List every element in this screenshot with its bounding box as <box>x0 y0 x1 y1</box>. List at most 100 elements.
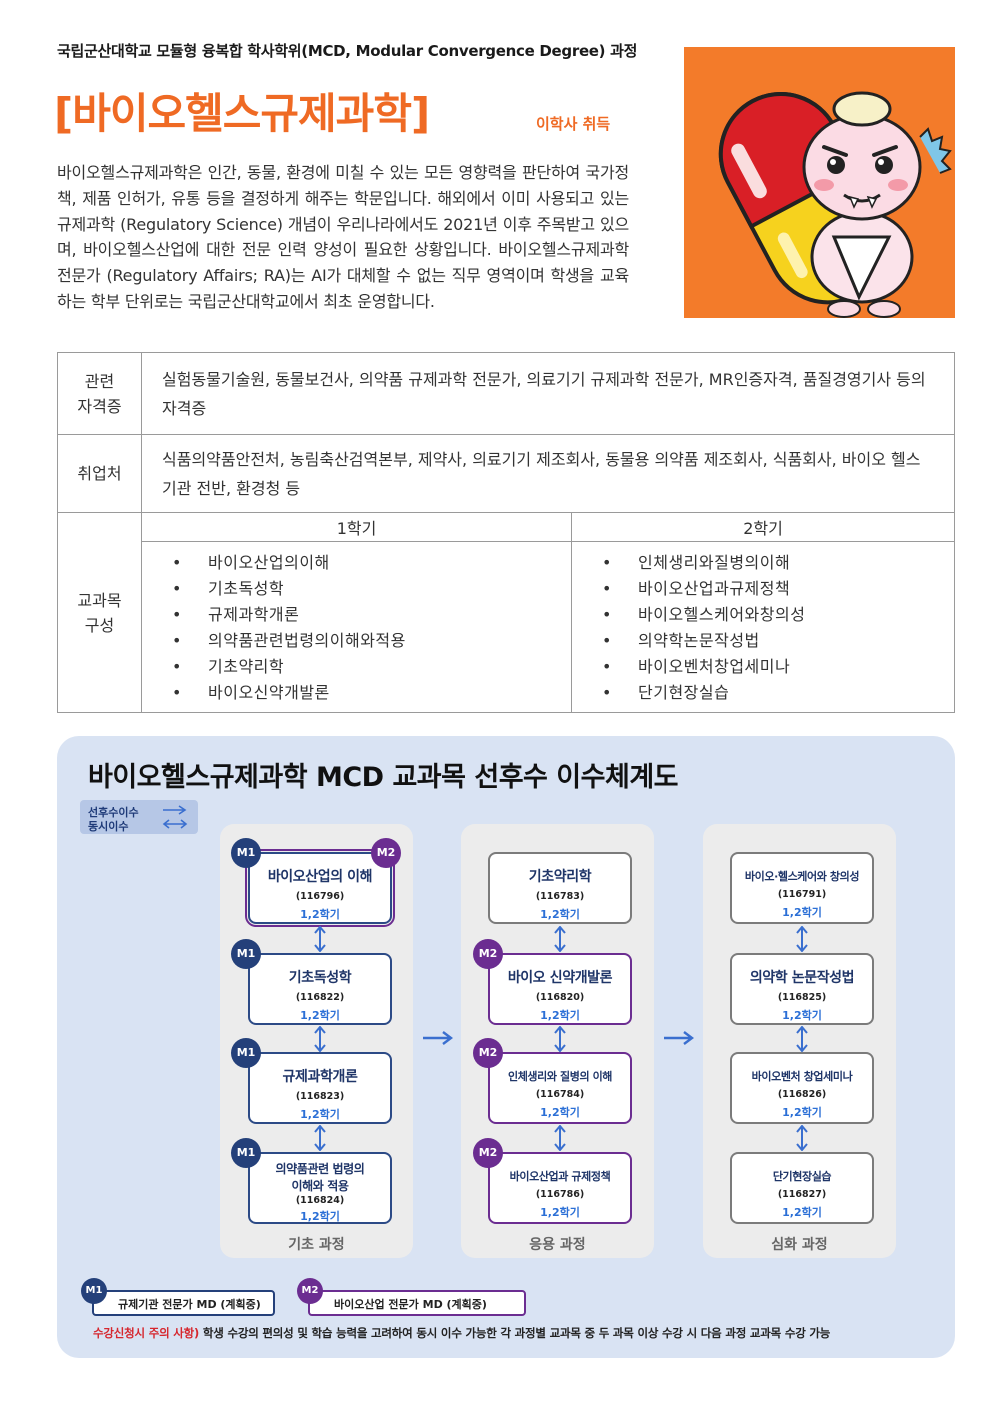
job-label: 취업처 <box>57 434 142 513</box>
semester1-cell: 바이오산업의이해 기초독성학 규제과학개론 의약품관련법령의이해와적용 기초약리… <box>141 541 572 713</box>
semester1-header: 1학기 <box>141 512 572 542</box>
arrow-both-vertical-icon <box>314 1026 326 1052</box>
course-name: 인체생리와 질병의 이해 <box>507 1070 613 1083</box>
arrow-both-vertical-icon <box>796 1026 808 1052</box>
arrow-both-icon <box>162 819 188 829</box>
course-semester: 1,2학기 <box>782 906 822 919</box>
mascot-capsule-dragon-icon <box>718 91 952 318</box>
badge-m1: M1 <box>231 1038 261 1068</box>
legend-m2-pill: 바이오산업 전문가 MD (계획중) <box>308 1290 526 1316</box>
course-name: 바이오 신약개발론 <box>507 970 613 986</box>
course-semester: 1,2학기 <box>540 908 580 921</box>
badge-m1: M1 <box>81 1278 107 1304</box>
course-card: 의약학 논문작성법 (116825) 1,2학기 <box>730 953 874 1025</box>
course-name: 의약학 논문작성법 <box>749 970 855 986</box>
registration-note: 수강신청시 주의 사항) 학생 수강의 편의성 및 학습 능력을 고려하여 동시… <box>93 1325 830 1341</box>
course-semester: 1,2학기 <box>782 1009 822 1022</box>
list-item: 기초약리학 <box>172 654 571 680</box>
arrow-both-vertical-icon <box>554 1125 566 1151</box>
badge-m2: M2 <box>473 1038 503 1068</box>
course-code: (116820) <box>535 992 585 1003</box>
course-semester: 1,2학기 <box>540 1206 580 1219</box>
semester2-course-list: 인체생리와질병의이해 바이오산업과규제정책 바이오헬스케어와창의성 의약학논문작… <box>572 542 954 712</box>
course-name: 규제과학개론 <box>282 1069 358 1085</box>
stage-advanced-label: 심화 과정 <box>771 1237 828 1253</box>
course-card: 바이오벤처 창업세미나 (116826) 1,2학기 <box>730 1052 874 1124</box>
note-text: 학생 수강의 편의성 및 학습 능력을 고려하여 동시 이수 가능한 각 과정별… <box>202 1326 831 1340</box>
course-name-line2: 이해와 적용 <box>291 1179 349 1193</box>
list-item: 의약품관련법령의이해와적용 <box>172 628 571 654</box>
badge-m2: M2 <box>297 1278 323 1304</box>
arrow-right-icon <box>664 1031 694 1045</box>
course-name: 기초약리학 <box>528 869 592 885</box>
arrow-right-icon <box>163 805 187 815</box>
semester2-header: 2학기 <box>571 512 955 542</box>
course-semester: 1,2학기 <box>782 1106 822 1119</box>
course-card: 바이오·헬스케어와 창의성 (116791) 1,2학기 <box>730 852 874 924</box>
list-item: 바이오벤처창업세미나 <box>602 654 954 680</box>
course-card: 의약품관련 법령의 이해와 적용 (116824) 1,2학기 <box>248 1152 392 1224</box>
list-item: 규제과학개론 <box>172 602 571 628</box>
course-code: (116791) <box>777 889 827 900</box>
course-code: (116827) <box>777 1189 827 1200</box>
badge-m2: M2 <box>473 1138 503 1168</box>
flow-title: 바이오헬스규제과학 MCD 교과목 선후수 이수체계도 <box>88 762 679 793</box>
arrow-both-vertical-icon <box>314 926 326 952</box>
course-card: 기초독성학 (116822) 1,2학기 <box>248 953 392 1025</box>
course-name: 기초독성학 <box>288 970 352 986</box>
cert-label-line1: 관련 <box>84 371 115 391</box>
curriculum-label-line2: 구성 <box>84 615 115 635</box>
arrow-both-vertical-icon <box>554 1026 566 1052</box>
arrow-right-icon <box>423 1031 453 1045</box>
course-code: (116786) <box>535 1189 585 1200</box>
course-code: (116824) <box>295 1195 345 1206</box>
course-name: 바이오산업의 이해 <box>267 869 373 885</box>
mascot-illustration <box>684 47 955 318</box>
arrow-legend <box>80 800 198 834</box>
arrow-both-vertical-icon <box>314 1125 326 1151</box>
program-line: 국립군산대학교 모듈형 융복합 학사학위(MCD, Modular Conver… <box>57 42 638 60</box>
badge-m2: M2 <box>473 939 503 969</box>
list-item: 바이오헬스케어와창의성 <box>602 602 954 628</box>
list-item: 바이오신약개발론 <box>172 680 571 706</box>
legend-prereq-label: 선후수이수 <box>88 806 139 819</box>
legend-concurrent-label: 동시이수 <box>88 820 129 833</box>
cert-label-line2: 자격증 <box>77 396 122 416</box>
course-name: 바이오산업과 규제정책 <box>509 1170 611 1183</box>
stage-applied-label: 응용 과정 <box>529 1237 586 1253</box>
badge-m1: M1 <box>231 939 261 969</box>
course-name-line1: 의약품관련 법령의 <box>275 1162 365 1176</box>
list-item: 단기현장실습 <box>602 680 954 706</box>
course-semester: 1,2학기 <box>782 1206 822 1219</box>
note-label: 수강신청시 주의 사항) <box>93 1326 200 1340</box>
legend-m1-pill: 규제기관 전문가 MD (계획중) <box>92 1290 275 1316</box>
course-name: 바이오·헬스케어와 창의성 <box>744 870 860 883</box>
course-code: (116823) <box>295 1091 345 1102</box>
list-item: 기초독성학 <box>172 576 571 602</box>
stage-basic-label: 기초 과정 <box>288 1237 345 1253</box>
semester1-course-list: 바이오산업의이해 기초독성학 규제과학개론 의약품관련법령의이해와적용 기초약리… <box>142 542 571 712</box>
course-semester: 1,2학기 <box>300 908 340 921</box>
list-item: 바이오산업과규제정책 <box>602 576 954 602</box>
course-semester: 1,2학기 <box>540 1009 580 1022</box>
course-card: 기초약리학 (116783) 1,2학기 <box>488 852 632 924</box>
course-semester: 1,2학기 <box>300 1108 340 1121</box>
course-semester: 1,2학기 <box>300 1009 340 1022</box>
semester2-cell: 인체생리와질병의이해 바이오산업과규제정책 바이오헬스케어와창의성 의약학논문작… <box>571 541 955 713</box>
info-table: 관련 자격증 실험동물기술원, 동물보건사, 의약품 규제과학 전문가, 의료기… <box>57 352 955 713</box>
course-code: (116796) <box>295 891 345 902</box>
course-semester: 1,2학기 <box>540 1106 580 1119</box>
course-name: 바이오벤처 창업세미나 <box>751 1070 853 1083</box>
list-item: 의약학논문작성법 <box>602 628 954 654</box>
job-text: 식품의약품안전처, 농림축산검역본부, 제약사, 의료기기 제조회사, 동물용 … <box>141 434 955 513</box>
course-code: (116826) <box>777 1089 827 1100</box>
course-card: 바이오산업과 규제정책 (116786) 1,2학기 <box>488 1152 632 1224</box>
cert-text: 실험동물기술원, 동물보건사, 의약품 규제과학 전문가, 의료기기 규제과학 … <box>141 352 955 435</box>
course-card: 단기현장실습 (116827) 1,2학기 <box>730 1152 874 1224</box>
course-code: (116825) <box>777 992 827 1003</box>
badge-m2: M2 <box>371 838 401 868</box>
course-card: 바이오 신약개발론 (116820) 1,2학기 <box>488 953 632 1025</box>
list-item: 바이오산업의이해 <box>172 550 571 576</box>
curriculum-label: 교과목 구성 <box>57 512 142 713</box>
course-card: 인체생리와 질병의 이해 (116784) 1,2학기 <box>488 1052 632 1124</box>
